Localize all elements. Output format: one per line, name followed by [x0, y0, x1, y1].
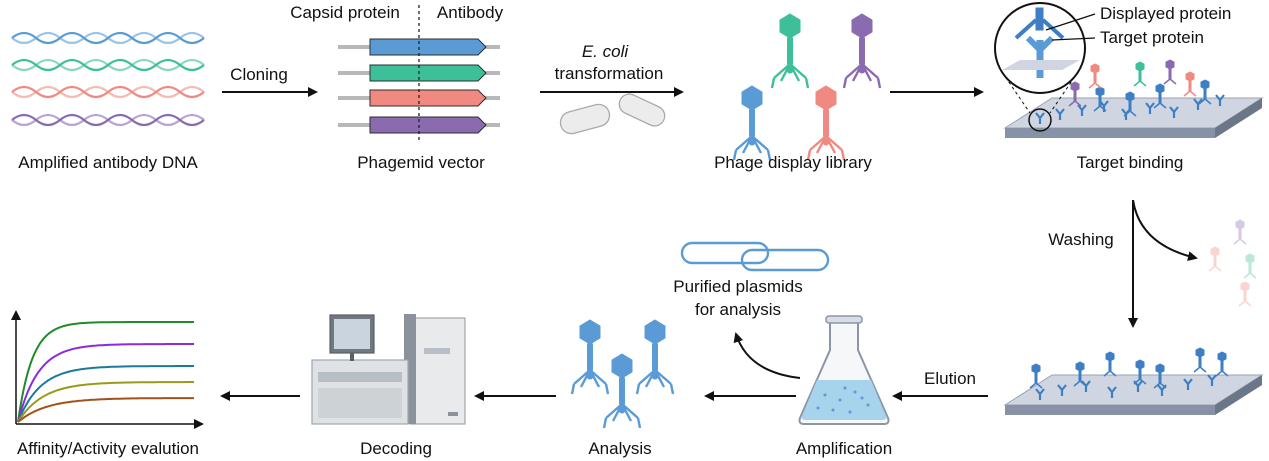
label-capsid-protein: Capsid protein [290, 3, 400, 22]
affinity-curve-2 [17, 343, 194, 423]
affinity-curve-4 [17, 381, 194, 423]
elution-plate-icon [1003, 347, 1264, 415]
label-phage-library: Phage display library [714, 153, 872, 172]
affinity-curve-3 [17, 365, 194, 423]
label-transformation: transformation [555, 64, 664, 83]
label-phagemid-vector: Phagemid vector [357, 153, 485, 172]
affinity-curve-5 [17, 397, 194, 423]
sequencer-icon [311, 314, 466, 425]
label-plasmids-line1: Purified plasmids [673, 277, 802, 296]
dna-helices-icon [11, 31, 205, 127]
ecoli-bacteria-icon [559, 93, 666, 135]
label-affinity-eval: Affinity/Activity evalution [17, 439, 199, 458]
phage-library-icon [732, 12, 882, 162]
label-antibody: Antibody [437, 3, 504, 22]
label-washing: Washing [1048, 230, 1114, 249]
plasmids-icon [680, 241, 830, 272]
analysis-phages-icon [570, 318, 675, 430]
label-plasmids-line2: for analysis [695, 300, 781, 319]
label-displayed-protein: Displayed protein [1100, 4, 1231, 23]
affinity-plot-icon [11, 310, 204, 429]
label-decoding: Decoding [360, 439, 432, 458]
arrow-to-plasmids [733, 332, 801, 379]
label-ecoli: E. coli [582, 42, 630, 61]
arrow-washing [1132, 199, 1198, 262]
label-elution: Elution [924, 369, 976, 388]
flask-icon [798, 315, 890, 425]
label-cloning: Cloning [230, 65, 288, 84]
label-analysis: Analysis [588, 439, 651, 458]
target-binding-plate-icon [994, 2, 1264, 138]
label-target-binding: Target binding [1077, 153, 1184, 172]
affinity-curve-1 [17, 321, 194, 423]
label-amplified-dna: Amplified antibody DNA [18, 153, 198, 172]
label-target-protein: Target protein [1100, 28, 1204, 47]
label-amplification: Amplification [796, 439, 892, 458]
washed-away-phages-icon [1208, 219, 1257, 307]
phagemid-vector-icon [338, 5, 500, 140]
